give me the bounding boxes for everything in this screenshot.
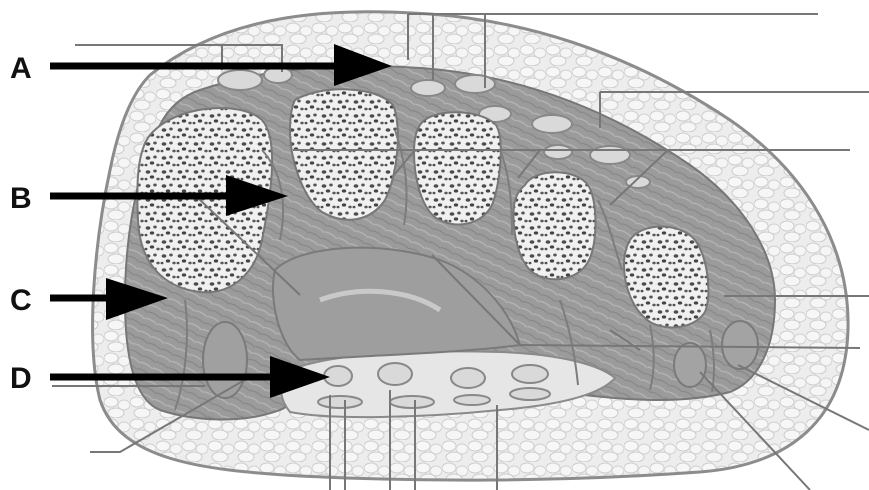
- metacarpal-3: [414, 112, 501, 224]
- label-a: A: [10, 52, 32, 85]
- label-c: C: [10, 284, 32, 317]
- label-d: D: [10, 362, 32, 395]
- label-b: B: [10, 182, 32, 215]
- metacarpal-4: [514, 172, 596, 279]
